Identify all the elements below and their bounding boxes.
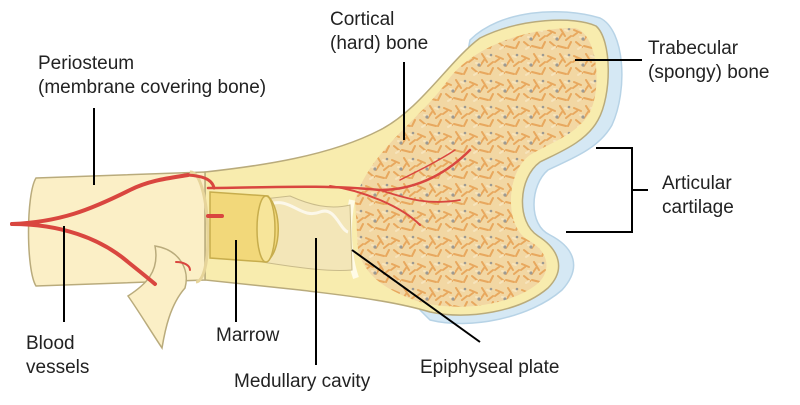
leader-lines xyxy=(63,59,648,365)
label-periosteum: Periosteum (membrane covering bone) xyxy=(38,53,267,98)
leader-epiphyseal xyxy=(351,249,481,343)
label-medullary-cavity: Medullary cavity xyxy=(234,371,371,392)
label-cortical-bone: Cortical (hard) bone xyxy=(330,9,429,54)
blood-vessel-network xyxy=(10,148,472,286)
leader-articular xyxy=(566,147,648,233)
label-trabecular-bone: Trabecular (spongy) bone xyxy=(648,38,770,83)
label-articular-cartilage: Articular cartilage xyxy=(662,173,734,218)
trabecular-bone-shape xyxy=(355,28,597,307)
periosteum-flap-shape xyxy=(126,245,187,350)
label-blood-vessels: Blood vessels xyxy=(26,333,90,378)
label-epiphyseal-plate: Epiphyseal plate xyxy=(420,357,560,378)
label-marrow: Marrow xyxy=(216,325,280,346)
medullary-cavity-shape xyxy=(254,195,353,272)
